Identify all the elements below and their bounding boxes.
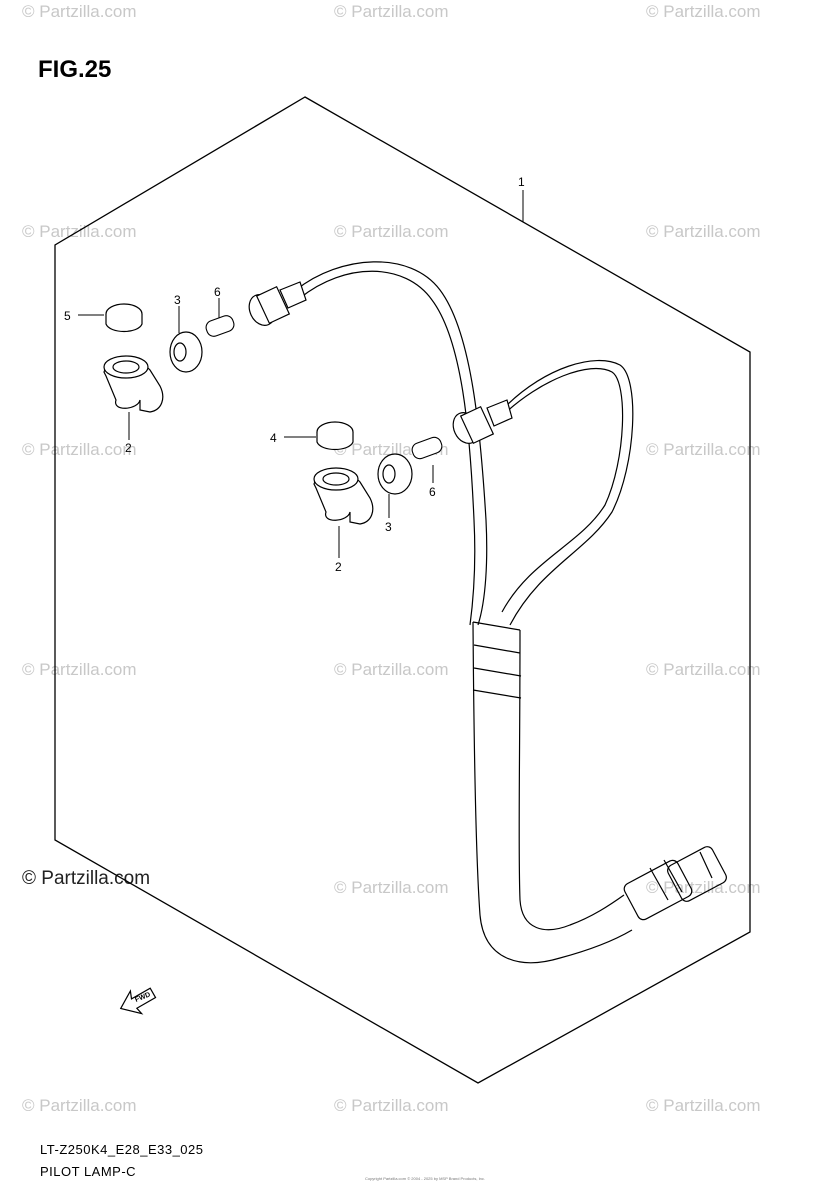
watermark: © Partzilla.com — [646, 440, 761, 459]
watermark: © Partzilla.com — [334, 2, 449, 21]
leader-lines — [78, 190, 524, 558]
watermark: © Partzilla.com — [22, 222, 137, 241]
part-label-2: 2 — [125, 441, 132, 455]
watermark: © Partzilla.com — [646, 878, 761, 897]
assembly-box-outline — [54, 96, 751, 1084]
diagram-name: PILOT LAMP-C — [40, 1164, 137, 1179]
copyright-notice: Copyright Partzilla.com © 2004 - 2025 by… — [364, 1176, 486, 1181]
part-label-4: 4 — [270, 431, 277, 445]
diagram-code: LT-Z250K4_E28_E33_025 — [40, 1142, 204, 1157]
grommet-upper — [169, 331, 203, 373]
part-label-6: 6 — [429, 485, 436, 499]
cap-part-4 — [316, 421, 354, 451]
watermark: © Partzilla.com — [334, 660, 449, 679]
wire-socket-lower — [452, 399, 513, 445]
bulb-lower — [411, 436, 443, 460]
watermark: © Partzilla.com — [22, 2, 137, 21]
wiring-harness — [295, 261, 727, 964]
watermark: © Partzilla.com — [646, 2, 761, 21]
part-label-3: 3 — [174, 293, 181, 307]
watermark: © Partzilla.com — [334, 878, 449, 897]
part-label-3: 3 — [385, 520, 392, 534]
watermark-main: © Partzilla.com — [22, 868, 151, 889]
watermark: © Partzilla.com — [22, 660, 137, 679]
cap-part-5 — [105, 303, 143, 333]
watermark: © Partzilla.com — [22, 440, 137, 459]
bulb-upper — [205, 315, 235, 337]
lamp-housing-lower — [313, 467, 374, 525]
part-label-2: 2 — [335, 560, 342, 574]
watermark: © Partzilla.com — [646, 222, 761, 241]
wire-socket-upper — [248, 281, 307, 326]
part-label-6: 6 — [214, 285, 221, 299]
lamp-housing-upper — [103, 355, 164, 413]
watermark: © Partzilla.com — [334, 1096, 449, 1115]
watermark: © Partzilla.com — [646, 1096, 761, 1115]
watermark: © Partzilla.com — [22, 1096, 137, 1115]
part-label-1: 1 — [518, 175, 525, 189]
part-label-5: 5 — [64, 309, 71, 323]
harness-connector — [623, 859, 693, 921]
grommet-lower — [377, 453, 413, 495]
fwd-arrow-icon: FWD — [119, 987, 157, 1015]
watermark: © Partzilla.com — [334, 222, 449, 241]
figure-title: FIG.25 — [38, 56, 112, 83]
watermark: © Partzilla.com — [646, 660, 761, 679]
